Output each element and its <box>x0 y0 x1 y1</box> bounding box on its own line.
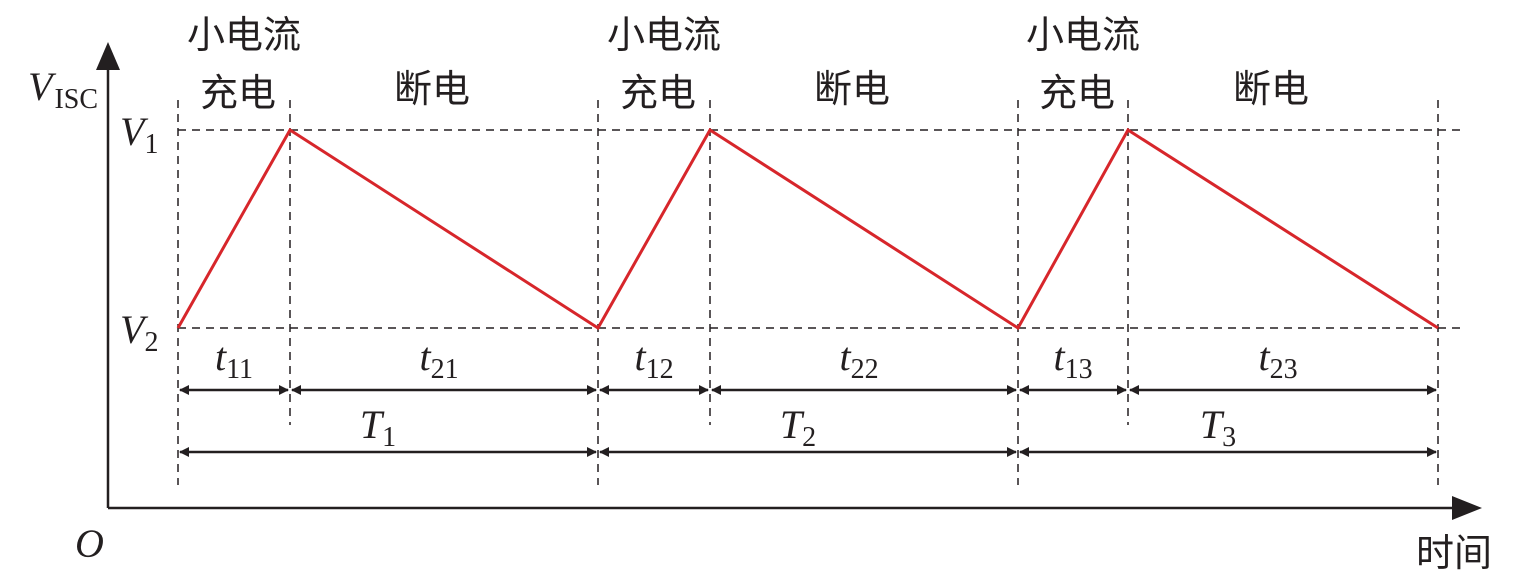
charge-duration-label: t13 <box>1053 334 1092 385</box>
charge-label-line1: 小电流 <box>187 13 301 57</box>
y-axis-label: VISC <box>28 64 98 115</box>
x-axis-arrow <box>1452 496 1482 520</box>
v1-label: V1 <box>120 109 158 160</box>
charge-duration-label: t11 <box>215 334 253 385</box>
charge-label-line1: 小电流 <box>607 13 721 57</box>
charge-label-line1: 小电流 <box>1026 13 1140 57</box>
charge-duration-label: t12 <box>634 334 673 385</box>
off-label: 断电 <box>814 67 890 111</box>
period-label: T1 <box>360 402 396 453</box>
off-duration-label: t22 <box>839 334 878 385</box>
period-label: T2 <box>780 402 816 453</box>
x-axis-label: 时间 <box>1416 531 1492 575</box>
charge-label-line2: 充电 <box>1039 71 1115 115</box>
period-label: T3 <box>1200 402 1236 453</box>
off-duration-label: t21 <box>419 334 458 385</box>
off-duration-label: t23 <box>1258 334 1297 385</box>
off-label: 断电 <box>394 67 470 111</box>
origin-label: O <box>75 521 104 566</box>
v2-label: V2 <box>120 307 158 358</box>
voltage-waveform <box>176 127 1439 331</box>
charge-label-line2: 充电 <box>200 71 276 115</box>
off-label: 断电 <box>1233 67 1309 111</box>
charge-label-line2: 充电 <box>620 71 696 115</box>
y-axis-arrow <box>96 42 120 70</box>
